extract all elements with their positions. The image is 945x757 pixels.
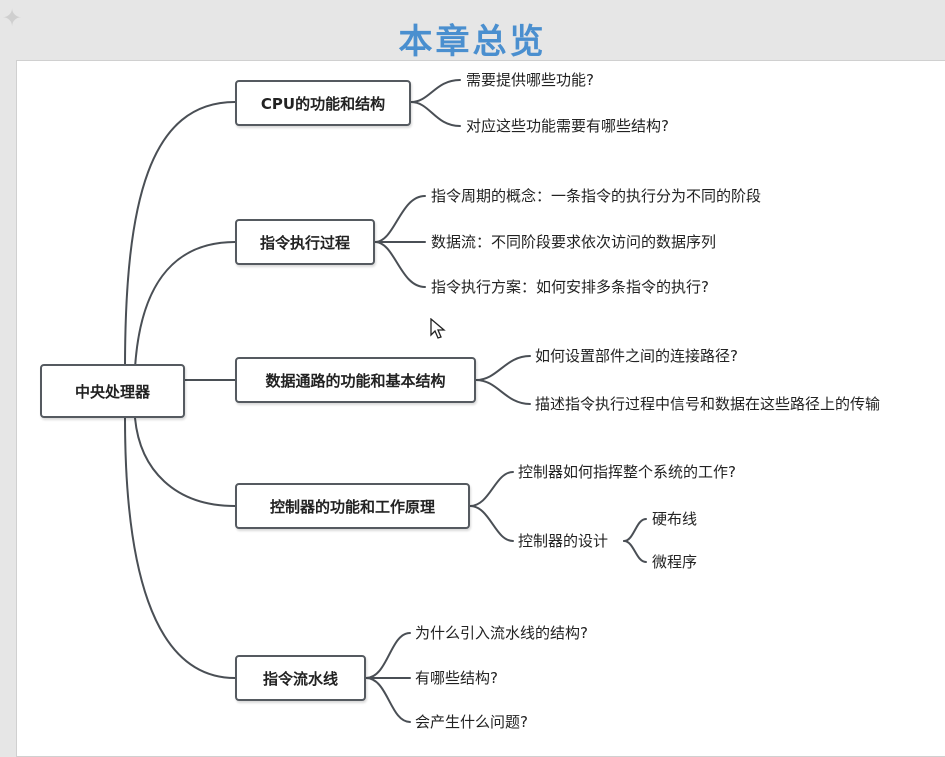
branch-pipeline[interactable]: 指令流水线 [235, 655, 366, 701]
branch-label: 指令执行过程 [259, 233, 350, 252]
leaf-b3-1[interactable]: 如何设置部件之间的连接路径? [535, 347, 738, 365]
faded-corner-logo: ✦ [2, 4, 23, 32]
branch-datapath[interactable]: 数据通路的功能和基本结构 [235, 357, 476, 403]
connector-b2-c1 [374, 195, 426, 243]
leaf-b4-2[interactable]: 控制器的设计 [518, 532, 609, 550]
connector-b4-c1 [469, 471, 514, 507]
connector-b1-c1 [410, 79, 461, 103]
connector-root-b1 [124, 101, 236, 369]
leaf-b2-3[interactable]: 指令执行方案：如何安排多条指令的执行? [431, 278, 709, 296]
leaf-b2-1[interactable]: 指令周期的概念：一条指令的执行分为不同的阶段 [431, 187, 762, 205]
leaf-b1-1[interactable]: 需要提供哪些功能? [466, 71, 594, 89]
connector-b4-c2 [469, 505, 514, 542]
connector-b5-c1 [365, 632, 411, 679]
root-node[interactable]: 中央处理器 [40, 364, 185, 418]
branch-label: 指令流水线 [262, 669, 338, 688]
leaf-b5-1[interactable]: 为什么引入流水线的结构? [415, 624, 588, 642]
leaf-b3-2[interactable]: 描述指令执行过程中信号和数据在这些路径上的传输 [535, 395, 881, 413]
mouse-pointer-icon [430, 318, 446, 339]
page-title: 本章总览 [398, 22, 547, 62]
branch-label: 控制器的功能和工作原理 [269, 497, 435, 516]
branch-instruction-execution[interactable]: 指令执行过程 [235, 219, 375, 265]
connector-design-c2 [623, 540, 647, 563]
connector-root-b2 [134, 241, 236, 369]
root-label: 中央处理器 [74, 382, 150, 401]
leaf-design-2[interactable]: 微程序 [652, 553, 698, 571]
leaf-b2-2[interactable]: 数据流：不同阶段要求依次访问的数据序列 [431, 233, 717, 251]
branch-label: 数据通路的功能和基本结构 [265, 371, 446, 390]
connector-b2-c3 [374, 241, 426, 288]
connector-b1-c2 [410, 101, 461, 127]
leaf-b1-2[interactable]: 对应这些功能需要有哪些结构? [466, 117, 669, 135]
connector-design-c1 [623, 518, 647, 542]
leaf-b5-2[interactable]: 有哪些结构? [415, 669, 498, 687]
connector-root-b4 [134, 417, 236, 507]
connector-b3-c1 [475, 355, 531, 381]
watermark-fragment [838, 722, 945, 755]
branch-controller[interactable]: 控制器的功能和工作原理 [235, 483, 470, 529]
leaf-design-1[interactable]: 硬布线 [652, 510, 698, 528]
branch-cpu-function-structure[interactable]: CPU的功能和结构 [235, 80, 411, 126]
connector-b3-c2 [475, 379, 531, 405]
connector-b5-c3 [365, 677, 411, 723]
branch-label: CPU的功能和结构 [260, 94, 386, 113]
leaf-b5-3[interactable]: 会产生什么问题? [415, 713, 528, 731]
leaf-b4-1[interactable]: 控制器如何指挥整个系统的工作? [518, 463, 736, 481]
connector-root-b5 [124, 417, 236, 679]
